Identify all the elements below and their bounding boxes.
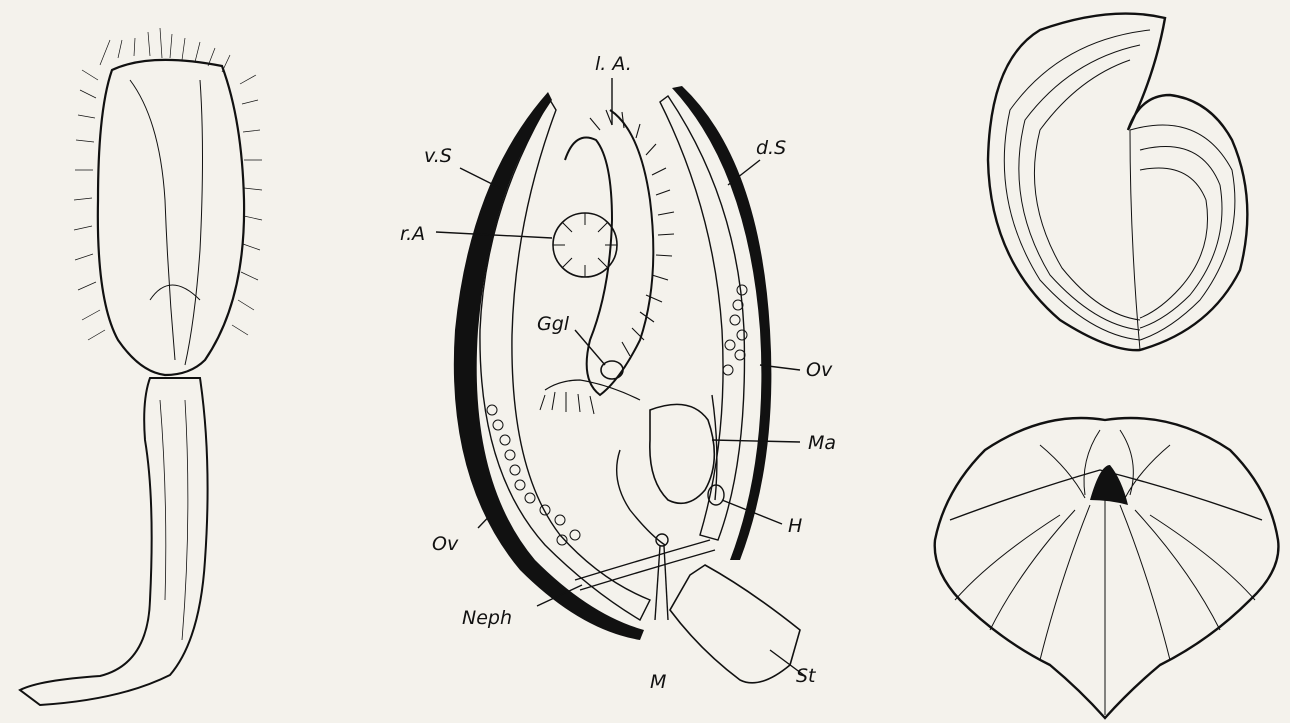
ventral-shell — [454, 92, 644, 640]
label-ventral-shell: v.S — [424, 145, 452, 167]
label-stomach: Ma — [808, 432, 836, 454]
lingula-shell — [98, 60, 244, 375]
label-ganglion: Ggl — [537, 313, 570, 335]
stomach — [650, 404, 715, 503]
lingula-pedicle — [20, 378, 208, 705]
label-stalk: St — [796, 665, 817, 687]
label-muscles: M — [650, 671, 666, 693]
label-nephridium: Neph — [462, 607, 512, 629]
label-lophophore-left-arm: l. A. — [595, 53, 632, 75]
nephridium — [575, 540, 715, 590]
ovary-eggs-upper — [723, 285, 747, 375]
lingula-figure — [20, 28, 262, 705]
stalk — [670, 565, 800, 683]
label-ovary-lower: Ov — [432, 533, 459, 555]
section-figure — [454, 86, 800, 683]
shell-side-figure — [988, 14, 1247, 351]
lophophore — [553, 110, 674, 395]
label-heart: H — [788, 515, 802, 537]
shell-front-figure — [935, 418, 1279, 718]
label-ovary-upper: Ov — [806, 359, 833, 381]
label-dorsal-shell: d.S — [756, 137, 786, 159]
label-lophophore-right-arm: r.A — [400, 223, 425, 245]
